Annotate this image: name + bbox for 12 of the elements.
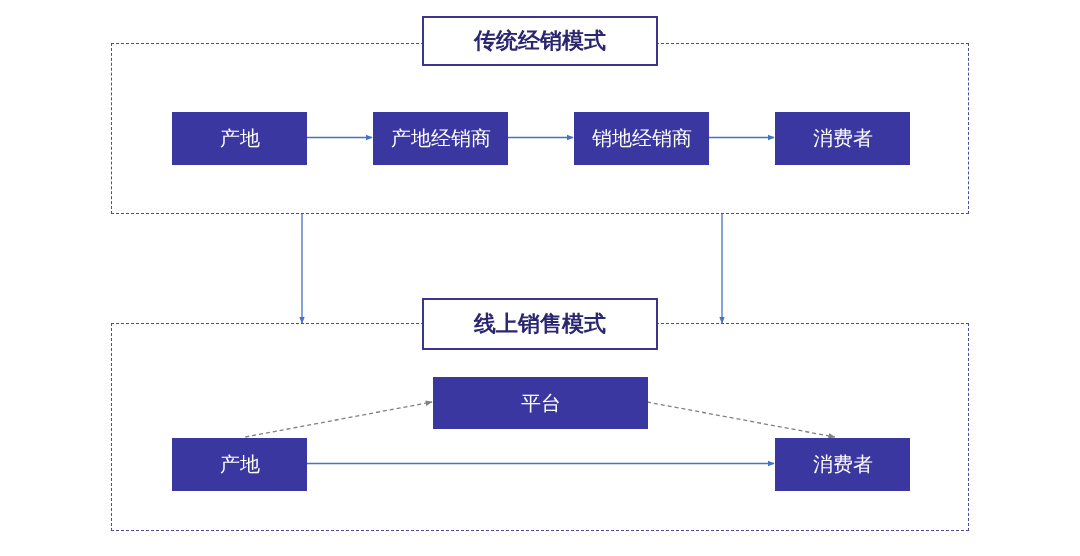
arrow: [719, 213, 725, 324]
process-box: 产地: [172, 112, 307, 165]
heading-box: 线上销售模式: [422, 298, 658, 350]
process-box: 产地: [172, 438, 307, 491]
arrow: [244, 400, 433, 438]
process-box: 销地经销商: [574, 112, 709, 165]
process-box: 平台: [433, 377, 648, 429]
process-box: 消费者: [775, 438, 910, 491]
process-box: 消费者: [775, 112, 910, 165]
process-box: 产地经销商: [373, 112, 508, 165]
arrow: [299, 213, 305, 324]
heading-box: 传统经销模式: [422, 16, 658, 66]
